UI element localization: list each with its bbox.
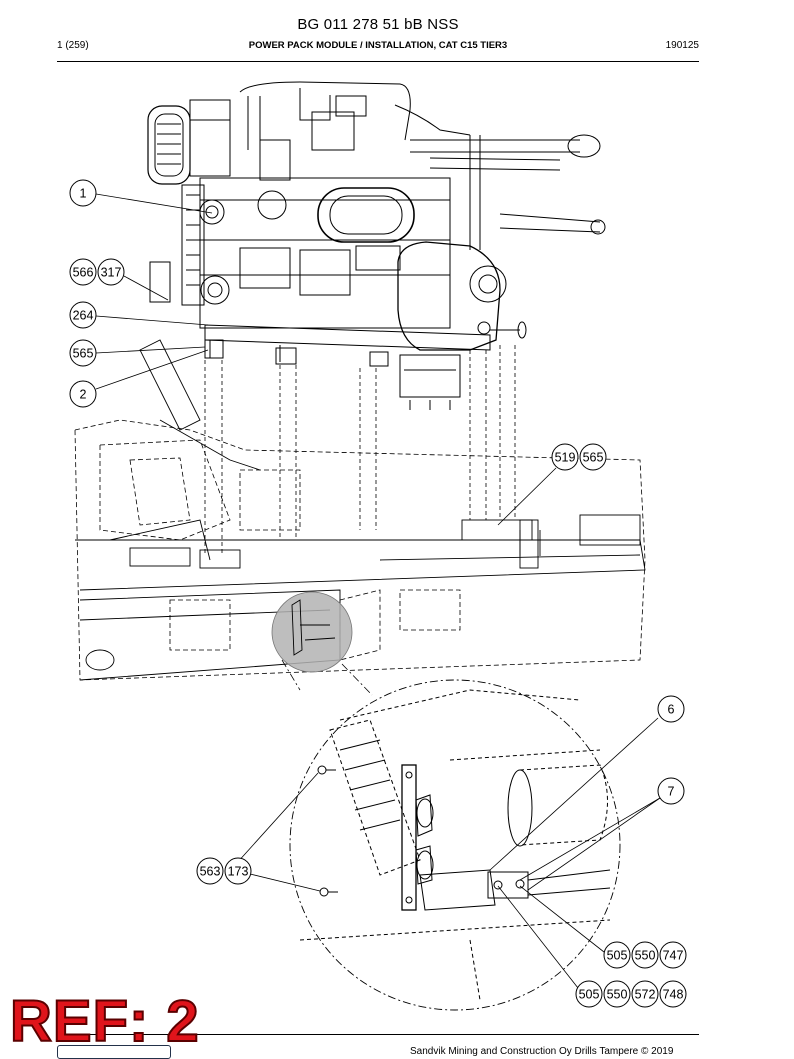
callout-563: 563 [200,865,221,879]
reference-stamp: REF: 2 [9,989,200,1055]
detail-source-highlight [271,591,353,673]
page-title: POWER PACK MODULE / INSTALLATION, CAT C1… [248,40,508,51]
callout-550: 550 [635,949,656,963]
callout-317: 317 [101,266,122,280]
callout-565: 565 [73,347,94,361]
callout-566: 566 [73,266,94,280]
page-number: 1 (259) [57,40,89,51]
document-code: BG 011 278 51 bB NSS [297,16,459,33]
callout-bubbles [69,179,687,1008]
callout-1: 1 [80,187,87,201]
alignment-lines [204,345,516,555]
callout-572: 572 [635,988,656,1002]
detail-view-contents [299,689,611,1001]
callout-519: 519 [555,451,576,465]
footer-copyright: Sandvik Mining and Construction Oy Drill… [410,1046,674,1057]
engine-assembly [147,81,606,410]
callout-2: 2 [80,388,87,402]
header-row: 1 (259) POWER PACK MODULE / INSTALLATION… [57,40,699,56]
callout-7: 7 [668,785,675,799]
callout-550-lower: 550 [607,988,628,1002]
callout-505: 505 [607,949,628,963]
carrier-frame [74,419,646,681]
header-divider [57,61,699,62]
callout-565-right: 565 [583,451,604,465]
leader-lines [95,193,661,989]
detail-view-circle [289,679,621,1011]
callout-264: 264 [73,309,94,323]
footer-divider [57,1034,699,1035]
callout-6: 6 [668,703,675,717]
callout-505-lower: 505 [579,988,600,1002]
callout-747: 747 [663,949,684,963]
document-date: 190125 [665,40,699,51]
callout-173: 173 [228,865,249,879]
callout-748: 748 [663,988,684,1002]
